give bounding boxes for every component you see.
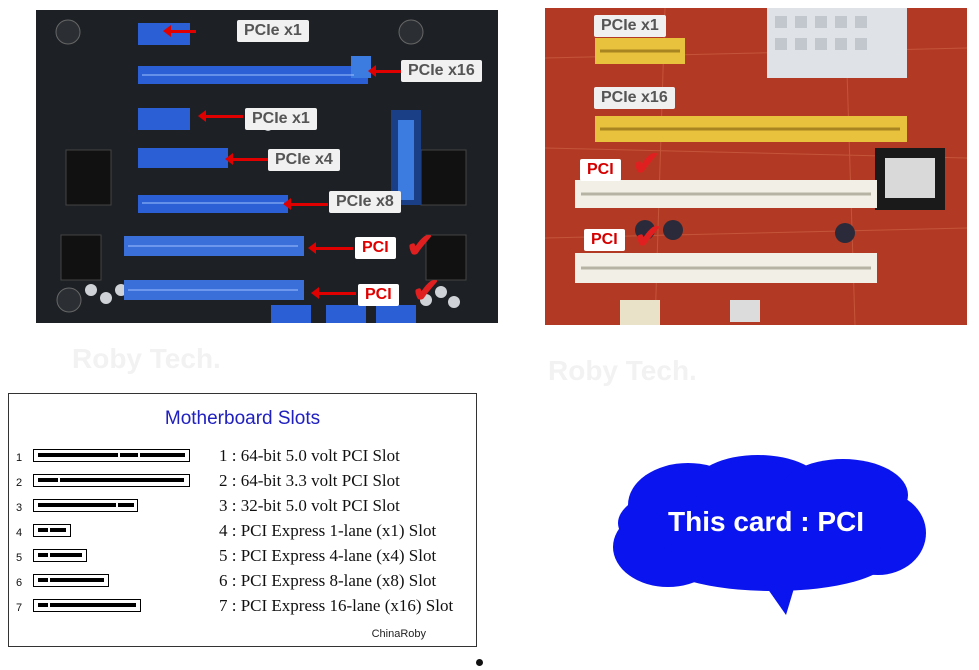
legend-row: 3 3 : 32-bit 5.0 volt PCI Slot	[9, 496, 476, 521]
legend-row-label: 2 : 64-bit 3.3 volt PCI Slot	[219, 471, 400, 490]
legend-row-label: 7 : PCI Express 16-lane (x16) Slot	[219, 596, 454, 615]
legend-row-number: 5	[16, 552, 23, 564]
legend-row-number: 7	[16, 602, 23, 614]
legend-row-number: 3	[16, 502, 23, 514]
speech-bubble	[613, 455, 926, 615]
legend-row-label: 1 : 64-bit 5.0 volt PCI Slot	[219, 446, 400, 465]
slot-legend: Motherboard Slots 1 1 : 64-bit 5.0 volt …	[8, 393, 477, 647]
label-right-pcie-x16: PCIe x16	[594, 87, 675, 109]
slot-diagram	[33, 524, 71, 537]
watermark-left: Roby Tech.	[72, 343, 221, 374]
legend-row: 6 6 : PCI Express 8-lane (x8) Slot	[9, 571, 476, 596]
label-left-pcie-x1-top: PCIe x1	[237, 20, 309, 42]
legend-row: 2 2 : 64-bit 3.3 volt PCI Slot	[9, 471, 476, 496]
arrow-pci-2	[311, 287, 356, 299]
check-icon: ✔	[634, 218, 663, 256]
arrow-pcie-x16	[368, 65, 401, 77]
legend-row: 1 1 : 64-bit 5.0 volt PCI Slot	[9, 446, 476, 471]
label-left-pcie-x1-mid: PCIe x1	[245, 108, 317, 130]
label-right-pci-2: PCI	[584, 229, 625, 251]
legend-row-number: 4	[16, 527, 23, 539]
legend-title: Motherboard Slots	[164, 408, 321, 429]
legend-row: 7 7 : PCI Express 16-lane (x16) Slot	[9, 596, 476, 621]
legend-row-number: 1	[16, 452, 23, 464]
legend-row: 5 5 : PCI Express 4-lane (x4) Slot	[9, 546, 476, 571]
bubble-text: This card : PCI	[668, 506, 865, 537]
arrow-pcie-x1-mid	[198, 110, 243, 122]
label-left-pcie-x8: PCIe x8	[329, 191, 401, 213]
slot-diagram	[33, 549, 87, 562]
arrow-pcie-x1-top	[163, 25, 196, 37]
legend-row: 4 4 : PCI Express 1-lane (x1) Slot	[9, 521, 476, 546]
bullet-dot	[476, 659, 483, 666]
legend-row-label: 4 : PCI Express 1-lane (x1) Slot	[219, 521, 437, 540]
legend-credit: ChinaRoby	[371, 628, 426, 640]
slot-diagram	[33, 599, 141, 612]
check-icon: ✔	[406, 227, 435, 265]
label-left-pcie-x16: PCIe x16	[401, 60, 482, 82]
label-right-pcie-x1: PCIe x1	[594, 15, 666, 37]
arrow-pcie-x8	[283, 198, 328, 210]
label-left-pci-1: PCI	[355, 237, 396, 259]
legend-row-label: 5 : PCI Express 4-lane (x4) Slot	[219, 546, 437, 565]
arrow-pci-1	[308, 242, 353, 254]
label-left-pci-2: PCI	[358, 284, 399, 306]
check-icon: ✔	[632, 145, 661, 183]
slot-diagram	[33, 449, 190, 462]
slot-diagram	[33, 474, 190, 487]
legend-row-number: 2	[16, 477, 23, 489]
watermark-right: Roby Tech.	[548, 355, 697, 386]
slot-diagram	[33, 499, 138, 512]
check-icon: ✔	[412, 272, 441, 310]
slot-diagram	[33, 574, 109, 587]
legend-row-label: 3 : 32-bit 5.0 volt PCI Slot	[219, 496, 400, 515]
arrow-pcie-x4	[225, 153, 268, 165]
legend-row-number: 6	[16, 577, 23, 589]
legend-row-label: 6 : PCI Express 8-lane (x8) Slot	[219, 571, 437, 590]
label-left-pcie-x4: PCIe x4	[268, 149, 340, 171]
label-right-pci-1: PCI	[580, 159, 621, 181]
